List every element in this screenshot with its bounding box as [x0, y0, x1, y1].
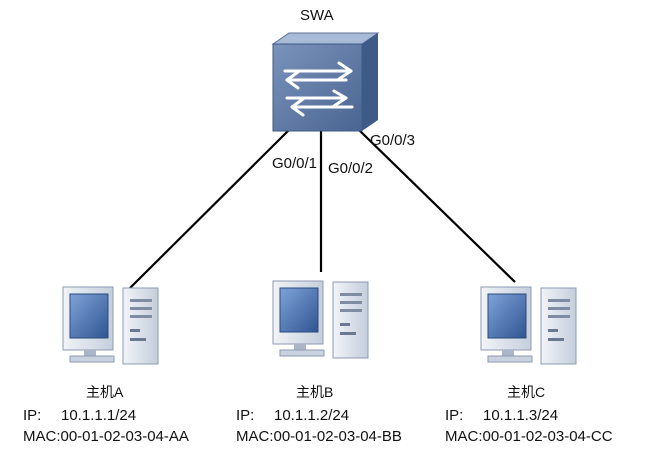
network-links	[129, 125, 516, 289]
port-label-g0-0-1: G0/0/1	[272, 155, 318, 172]
port-label-g0-0-3: G0/0/3	[370, 132, 416, 149]
host-b-name: 主机B	[296, 384, 334, 400]
host-c-mac: MAC:00-01-02-03-04-CC	[445, 428, 613, 446]
switch-arrows-icon	[283, 61, 354, 117]
switch-label: SWA	[300, 7, 334, 24]
computer-icon	[62, 286, 159, 365]
computer-icon	[480, 286, 577, 365]
host-c-mac-value: 00-01-02-03-04-CC	[482, 428, 613, 445]
switch-top-face	[271, 32, 380, 45]
host-a-ip-value: 10.1.1.1/24	[61, 407, 137, 424]
host-c-name: 主机C	[507, 384, 546, 400]
host-b-ip-value: 10.1.1.2/24	[274, 407, 350, 424]
host-a-ip-label: IP:	[23, 407, 42, 424]
host-b-ip: IP: 10.1.1.2/24	[236, 407, 349, 425]
host-b-mac-value: 00-01-02-03-04-BB	[273, 428, 402, 445]
host-c-mac-label: MAC:	[445, 428, 483, 445]
host-b-mac-label: MAC:	[236, 428, 274, 445]
switch-side-face	[362, 33, 378, 131]
host-c-ip: IP: 10.1.1.3/24	[445, 407, 558, 425]
port-label-g0-0-2: G0/0/2	[328, 160, 374, 177]
host-a-mac: MAC:00-01-02-03-04-AA	[23, 428, 189, 446]
switch-front-face	[272, 43, 363, 132]
switch-icon	[271, 32, 380, 132]
link-g0-0-3	[358, 129, 516, 283]
host-a-mac-label: MAC:	[23, 428, 61, 445]
computer-icon	[272, 280, 369, 359]
host-a-mac-value: 00-01-02-03-04-AA	[60, 428, 189, 445]
link-g0-0-1	[129, 125, 294, 289]
host-c-ip-label: IP:	[445, 407, 464, 424]
host-a-name: 主机A	[86, 384, 124, 400]
host-b-ip-label: IP:	[236, 407, 255, 424]
host-b-mac: MAC:00-01-02-03-04-BB	[236, 428, 402, 446]
host-a-ip: IP: 10.1.1.1/24	[23, 407, 136, 425]
host-c-ip-value: 10.1.1.3/24	[483, 407, 559, 424]
